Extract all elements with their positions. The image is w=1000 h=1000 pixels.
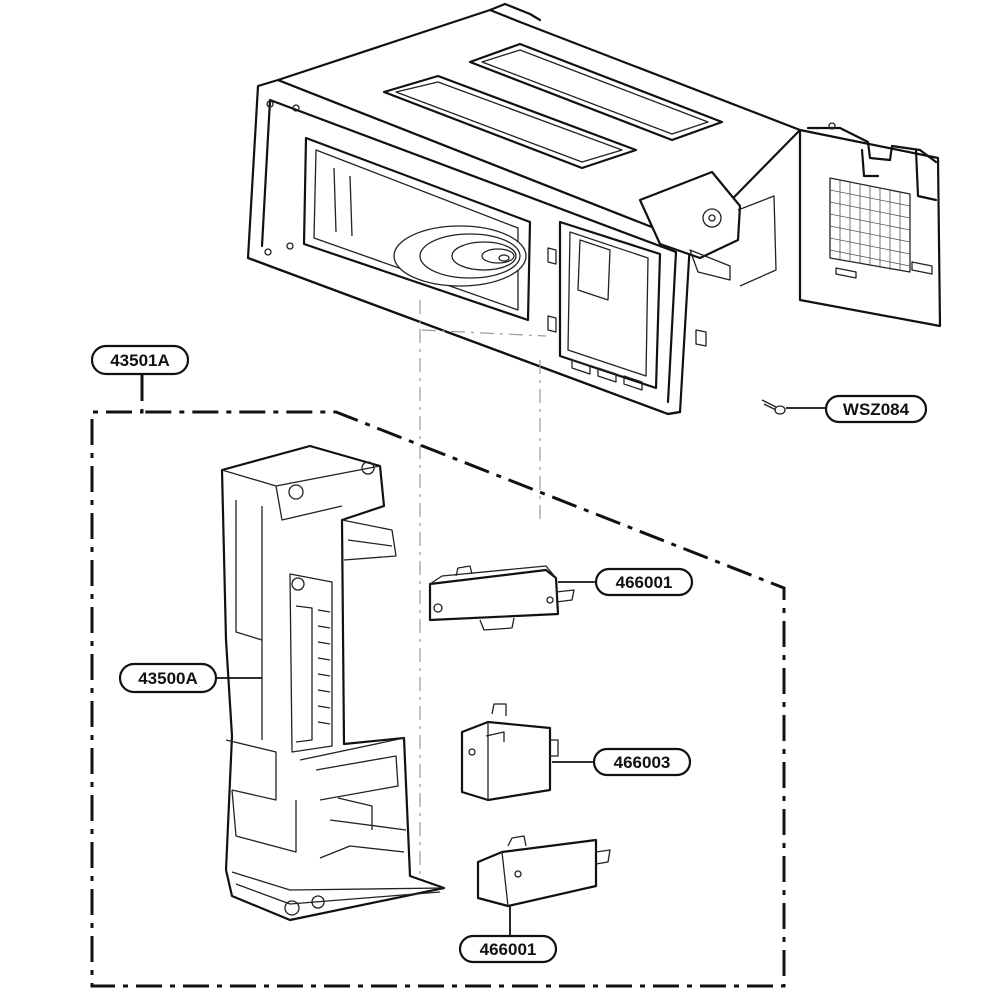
callout-screw-label: WSZ084: [843, 400, 910, 419]
vent-grille: [829, 177, 933, 279]
door-latch-body: [220, 444, 446, 922]
callout-switch-middle-label: 466003: [614, 753, 671, 772]
alignment-lines: [419, 300, 547, 880]
callout-switch-bottom: 466001: [458, 906, 558, 964]
assembly-boundary: [90, 375, 786, 988]
callout-assembly: 43501A: [90, 344, 190, 376]
turntable: [393, 225, 527, 287]
callout-switch-middle: 466003: [552, 747, 692, 777]
micro-switch-top: [428, 565, 575, 631]
micro-switch-bottom: [476, 835, 611, 908]
oven-cavity: [246, 2, 942, 416]
callout-screw: WSZ084: [786, 394, 928, 424]
callout-assembly-label: 43501A: [110, 351, 170, 370]
callout-switch-top-label: 466001: [616, 573, 673, 592]
callout-switch-top: 466001: [558, 567, 694, 597]
callout-switch-bottom-label: 466001: [480, 940, 537, 959]
callout-latch-body-label: 43500A: [138, 669, 198, 688]
micro-switch-middle: [460, 703, 559, 802]
callout-latch-body: 43500A: [118, 662, 262, 694]
screw: [761, 399, 786, 415]
